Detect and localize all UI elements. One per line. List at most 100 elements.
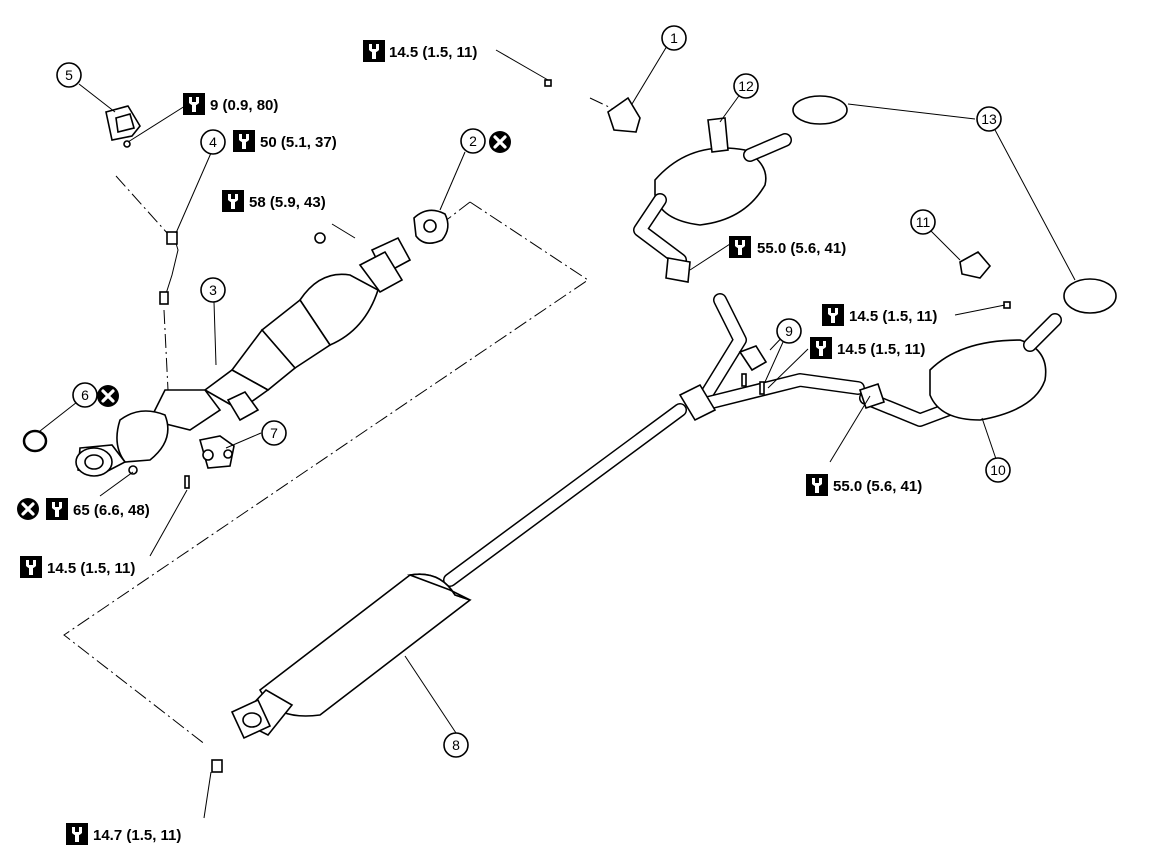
torque-label-12: 55.0 (5.6, 41) (729, 236, 846, 258)
callout-4: 4 (200, 129, 226, 155)
torque-label-11: 14.5 (1.5, 11) (822, 304, 937, 326)
svg-text:2: 2 (469, 133, 477, 149)
svg-text:14.5 (1.5, 11): 14.5 (1.5, 11) (837, 341, 925, 358)
svg-text:55.0 (5.6, 41): 55.0 (5.6, 41) (757, 240, 846, 257)
svg-text:7: 7 (270, 425, 278, 441)
leader-line-8 (404, 655, 457, 734)
leader-line-10 (981, 417, 997, 460)
mounting-insulator-part-7 (184, 435, 235, 489)
callout-6: 6 (72, 382, 98, 408)
torque-wrench-icon (729, 236, 751, 258)
torque-wrench-icon (806, 474, 828, 496)
center-muffler-part-8 (211, 403, 687, 773)
torque-leader-1 (495, 49, 549, 81)
torque-label-2: 58 (5.9, 43) (222, 190, 326, 212)
leader-line-1 (631, 45, 668, 105)
leader-line-4 (175, 152, 212, 234)
torque-label-4: 50 (5.1, 37) (233, 130, 337, 152)
gasket-part-2 (413, 209, 449, 244)
svg-text:14.7 (1.5, 11): 14.7 (1.5, 11) (93, 827, 181, 844)
exhaust-finisher-right (1063, 278, 1117, 314)
do-not-reuse-icon (487, 129, 513, 155)
torque-label-7: 14.5 (1.5, 11) (20, 556, 135, 578)
svg-text:10: 10 (990, 462, 1006, 478)
torque-leader-7 (149, 489, 188, 557)
oxygen-sensor-part-4 (159, 231, 179, 305)
torque-leader-11 (954, 304, 1006, 316)
svg-text:13: 13 (981, 111, 997, 127)
svg-text:14.5 (1.5, 11): 14.5 (1.5, 11) (389, 44, 477, 61)
torque-wrench-icon (66, 823, 88, 845)
torque-label-10: 55.0 (5.6, 41) (806, 474, 922, 496)
front-tube-part-3 (75, 236, 412, 477)
torque-leader-12 (689, 243, 731, 271)
torque-label-6: 65 (6.6, 48) (15, 496, 150, 522)
leader-line-5 (78, 83, 116, 113)
callout-13: 13 (976, 106, 1002, 132)
torque-wrench-icon (183, 93, 205, 115)
svg-text:50 (5.1, 37): 50 (5.1, 37) (260, 134, 337, 151)
callout-3: 3 (200, 277, 226, 303)
torque-wrench-icon (233, 130, 255, 152)
mounting-bracket-part-11 (959, 250, 1011, 309)
do-not-reuse-icon (15, 496, 41, 522)
svg-text:14.5 (1.5, 11): 14.5 (1.5, 11) (47, 560, 135, 577)
svg-text:11: 11 (916, 214, 931, 230)
assembly-outline (63, 201, 589, 746)
main-muffler-part-12 (633, 117, 792, 283)
leader-line-13 (847, 103, 1076, 281)
svg-text:65 (6.6, 48): 65 (6.6, 48) (73, 502, 150, 519)
torque-wrench-icon (20, 556, 42, 578)
torque-wrench-icon (222, 190, 244, 212)
torque-leader-6 (99, 471, 134, 497)
svg-text:58 (5.9, 43): 58 (5.9, 43) (249, 194, 326, 211)
svg-text:14.5 (1.5, 11): 14.5 (1.5, 11) (849, 308, 937, 325)
callout-12: 12 (733, 73, 759, 99)
torque-label-9: 14.5 (1.5, 11) (810, 337, 925, 359)
y-pipe (678, 293, 865, 422)
svg-text:55.0 (5.6, 41): 55.0 (5.6, 41) (833, 478, 922, 495)
ring-gasket-part-6 (22, 429, 48, 453)
mounting-bracket-part-1 (544, 79, 641, 133)
bracket-part-5 (105, 105, 141, 148)
sensor-guide-line (115, 175, 169, 391)
torque-leader-8 (203, 771, 212, 819)
callout-10: 10 (985, 457, 1011, 483)
callout-1: 1 (661, 25, 687, 51)
svg-text:4: 4 (209, 134, 217, 150)
leader-line-2 (439, 151, 466, 211)
torque-wrench-icon (810, 337, 832, 359)
torque-leader-2 (331, 223, 356, 239)
svg-text:6: 6 (81, 387, 89, 403)
svg-text:9 (0.9, 80): 9 (0.9, 80) (210, 97, 278, 114)
svg-text:12: 12 (738, 78, 754, 94)
svg-text:8: 8 (452, 737, 460, 753)
torque-leader-5 (127, 105, 186, 143)
torque-label-5: 9 (0.9, 80) (183, 93, 278, 115)
torque-wrench-icon (46, 498, 68, 520)
callout-9: 9 (776, 318, 802, 344)
svg-text:5: 5 (65, 67, 73, 83)
torque-leader-10 (829, 395, 871, 463)
callout-5: 5 (56, 62, 82, 88)
nut-icon (314, 232, 326, 244)
svg-text:9: 9 (785, 323, 793, 339)
torque-leader-9 (767, 348, 809, 389)
callout-8: 8 (443, 732, 469, 758)
torque-wrench-icon (822, 304, 844, 326)
callout-11: 11 (910, 209, 936, 235)
main-muffler-part-10 (858, 313, 1062, 427)
callout-7: 7 (261, 420, 287, 446)
clamp-bracket-part-9 (738, 345, 768, 395)
leader-line-7 (225, 432, 262, 449)
torque-wrench-icon (363, 40, 385, 62)
svg-text:1: 1 (670, 30, 678, 46)
torque-label-8: 14.7 (1.5, 11) (66, 823, 181, 845)
exhaust-finisher-left (792, 95, 848, 125)
callout-2: 2 (460, 128, 486, 154)
svg-text:3: 3 (209, 282, 217, 298)
do-not-reuse-icon (95, 383, 121, 409)
torque-label-1: 14.5 (1.5, 11) (363, 40, 477, 62)
leader-line-3 (213, 301, 217, 366)
